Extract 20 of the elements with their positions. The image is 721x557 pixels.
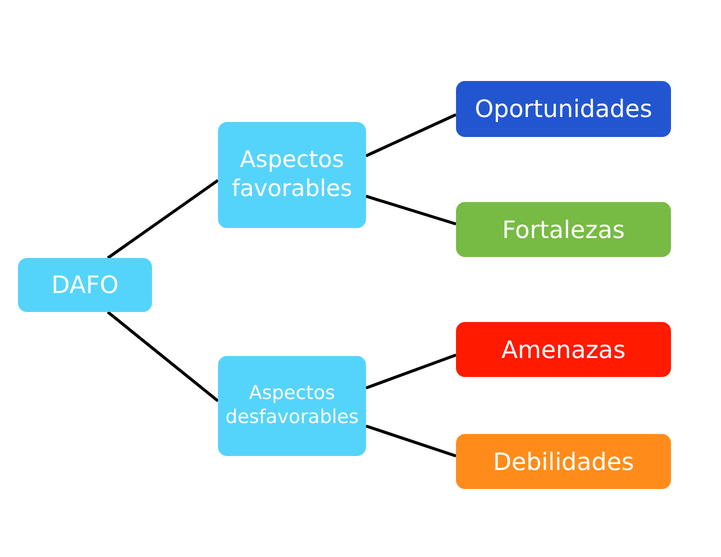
box-label: Amenazas <box>501 334 626 364</box>
box-label: Oportunidades <box>474 94 652 124</box>
category-box <box>456 202 671 257</box>
category-box <box>456 81 671 137</box>
connector-line <box>365 354 457 390</box>
category-box <box>218 122 366 228</box>
connector-line <box>366 424 456 458</box>
connector-line <box>106 310 219 402</box>
box-label: Fortalezas <box>502 214 625 244</box>
box-label: Debilidades <box>493 446 634 476</box>
box-label: Aspectos desfavorables <box>225 382 359 430</box>
box-label: DAFO <box>51 270 119 300</box>
connector-line <box>365 113 457 158</box>
connector-line <box>106 179 219 260</box>
box-label: Aspectos favorables <box>230 146 354 204</box>
category-box <box>218 356 366 456</box>
connector-line <box>366 194 456 226</box>
category-box <box>456 322 671 377</box>
category-box <box>456 434 671 489</box>
category-box <box>18 258 152 312</box>
